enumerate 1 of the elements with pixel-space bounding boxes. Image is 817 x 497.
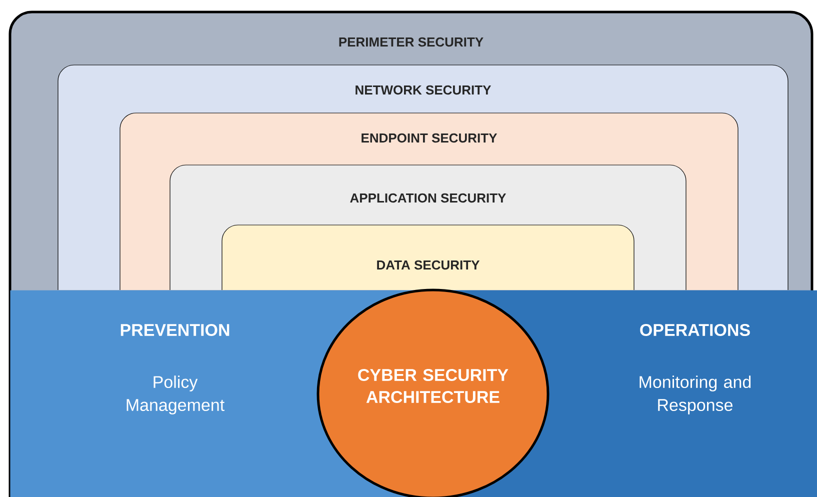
layer-box: DATA SECURITY <box>222 224 634 290</box>
